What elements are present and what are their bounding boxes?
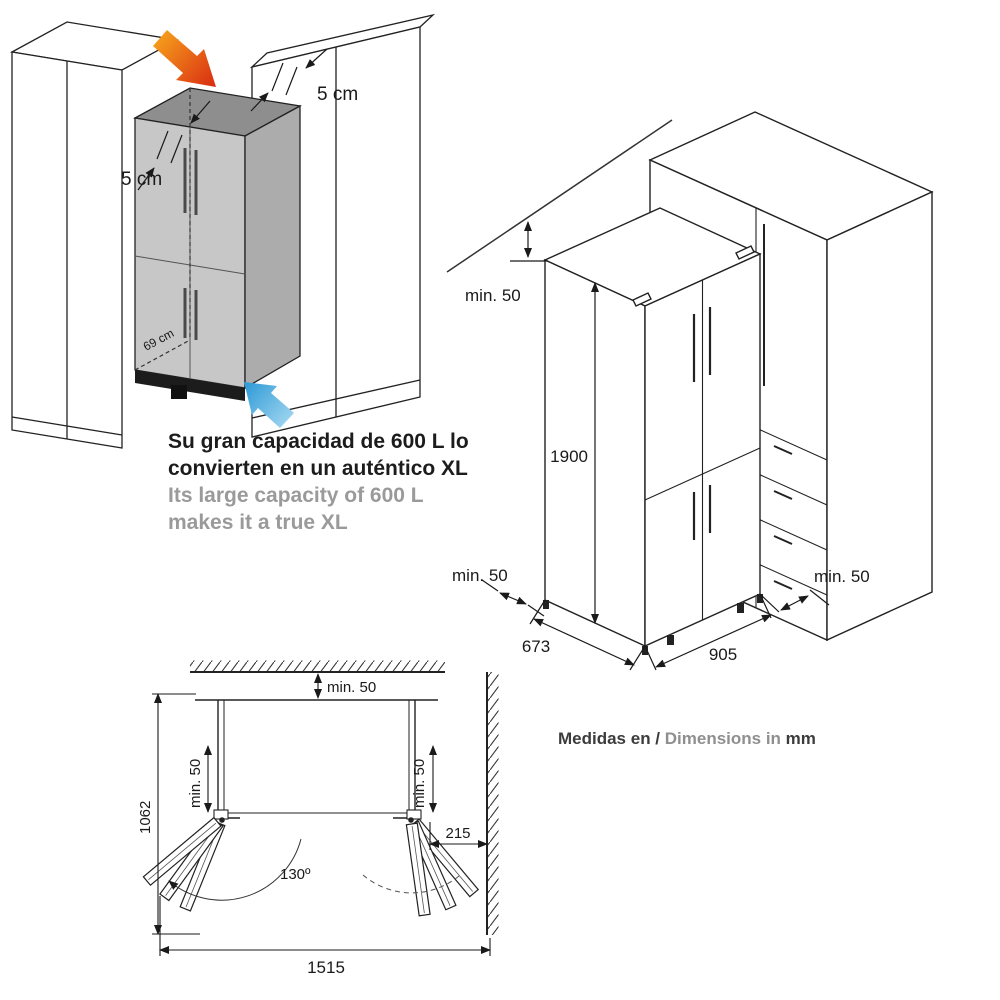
fridge-isometric [133, 87, 302, 401]
fridge-handles [692, 307, 712, 540]
units-note-en: Dimensions in [664, 729, 786, 748]
door-handles [183, 148, 198, 340]
width-value-label: 905 [709, 645, 737, 664]
hinge-cover-right [735, 245, 755, 260]
fridge-base [135, 370, 245, 401]
fridge-foot [171, 385, 187, 399]
door-angle-label: 130º [280, 866, 311, 883]
caption-es-line2: convierten en un auténtico XL [168, 457, 468, 480]
hinge-cover-left [632, 292, 652, 307]
left-doors-open [142, 816, 226, 912]
units-note-unit: mm [785, 729, 816, 748]
caption-en-line2: makes it a true XL [168, 511, 348, 534]
back-wall [190, 660, 445, 673]
dimension-lines [481, 221, 830, 671]
airflow-in-arrow-icon [244, 382, 294, 428]
hidden-depth-lines [134, 88, 191, 371]
left-cabinet [10, 21, 179, 449]
drawer-handles [773, 445, 793, 590]
plan-open-depth-label: 1062 [137, 801, 154, 834]
gap-side-dimension [137, 100, 211, 191]
plan-clearance-left-label: min. 50 [187, 759, 204, 808]
installation-diagram: min. 50 1900 min. 50 673 905 min. 50 [446, 111, 934, 671]
clearance-top-label: min. 50 [465, 286, 521, 305]
gap-top-dimension [250, 48, 328, 112]
fridge-outline [543, 207, 763, 655]
units-note-es: Medidas en / [558, 729, 665, 748]
caption-en-line1: Its large capacity of 600 L [168, 484, 424, 507]
side-wall [486, 672, 499, 935]
plan-view-diagram: min. 50 min. 50 min. 50 1062 130º 215 15… [137, 660, 499, 977]
height-label: 1900 [550, 447, 588, 466]
cabinet-drawers [755, 427, 828, 596]
door-swing-arc-right [362, 874, 460, 894]
caption-es-line1: Su gran capacidad de 600 L lo [168, 430, 469, 453]
plan-clearance-right-label: min. 50 [411, 759, 428, 808]
right-doors-open [405, 818, 480, 917]
door-swing-arc-left [168, 838, 302, 901]
units-note: Medidas en / Dimensions in mm [558, 729, 816, 749]
capacity-caption: Su gran capacidad de 600 L lo convierten… [168, 428, 488, 536]
plan-clearance-back-label: min. 50 [327, 679, 376, 696]
gap-top-label: 5 cm [317, 84, 358, 105]
hinge-right [406, 809, 422, 820]
plan-dimension-lines [152, 673, 491, 956]
wall-offset-label: 215 [445, 825, 470, 842]
clearance-left-label: min. 50 [452, 566, 508, 585]
gap-side-label: 5 cm [121, 169, 162, 190]
depth-value-label: 673 [522, 637, 550, 656]
clearance-right-label: min. 50 [814, 567, 870, 586]
open-width-label: 1515 [307, 958, 345, 977]
fridge-plan-body [195, 699, 438, 823]
niche-illustration: 5 cm 5 cm 69 cm [10, 13, 435, 449]
airflow-out-arrow-icon [153, 30, 216, 87]
wall-line [446, 119, 673, 273]
